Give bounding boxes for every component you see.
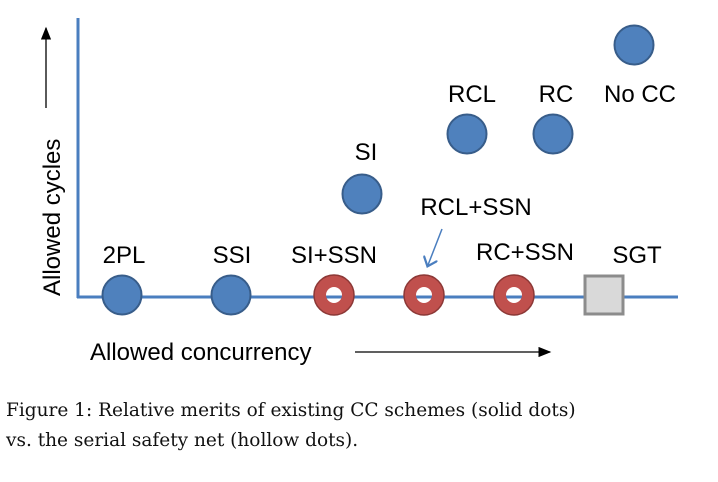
x-axis-label: Allowed concurrency: [90, 339, 311, 366]
label-rcl: RCL: [448, 81, 496, 108]
y-axis-label: Allowed cycles: [39, 139, 66, 296]
label-ssi: SSI: [213, 242, 252, 269]
square-sgt: [583, 274, 625, 316]
rcl-ssn-pointer-arrow: [428, 228, 443, 265]
label-sgt: SGT: [612, 242, 662, 269]
label-si: SI: [355, 139, 378, 166]
label-rcl-ssn: RCL+SSN: [420, 194, 531, 221]
figure-caption: Figure 1: Relative merits of existing CC…: [6, 396, 716, 456]
hollow-dot-si-ssn: [314, 275, 354, 315]
marker-outline-rcl-ssn: [403, 274, 445, 316]
caption-line-1: Figure 1: Relative merits of existing CC…: [6, 400, 576, 421]
solid-dot-rc: [532, 113, 574, 155]
solid-dot-no-cc: [613, 24, 655, 66]
label-no-cc: No CC: [604, 81, 676, 108]
label-2pl: 2PL: [103, 242, 146, 269]
label-rc-ssn: RC+SSN: [476, 239, 574, 266]
marker-outline-rc-ssn: [493, 274, 535, 316]
label-si-ssn: SI+SSN: [291, 242, 377, 269]
solid-dot-2pl: [101, 274, 143, 316]
hollow-dot-rc-ssn: [494, 275, 534, 315]
marker-outline-si-ssn: [313, 274, 355, 316]
solid-dot-rcl: [446, 113, 488, 155]
label-rc: RC: [539, 81, 574, 108]
caption-line-2: vs. the serial safety net (hollow dots).: [6, 430, 359, 451]
solid-dot-ssi: [210, 274, 252, 316]
solid-dot-si: [341, 173, 383, 215]
cc-schemes-diagram: Allowed cycles Allowed concurrency 2PL SS…: [39, 18, 678, 366]
hollow-dot-rcl-ssn: [404, 275, 444, 315]
